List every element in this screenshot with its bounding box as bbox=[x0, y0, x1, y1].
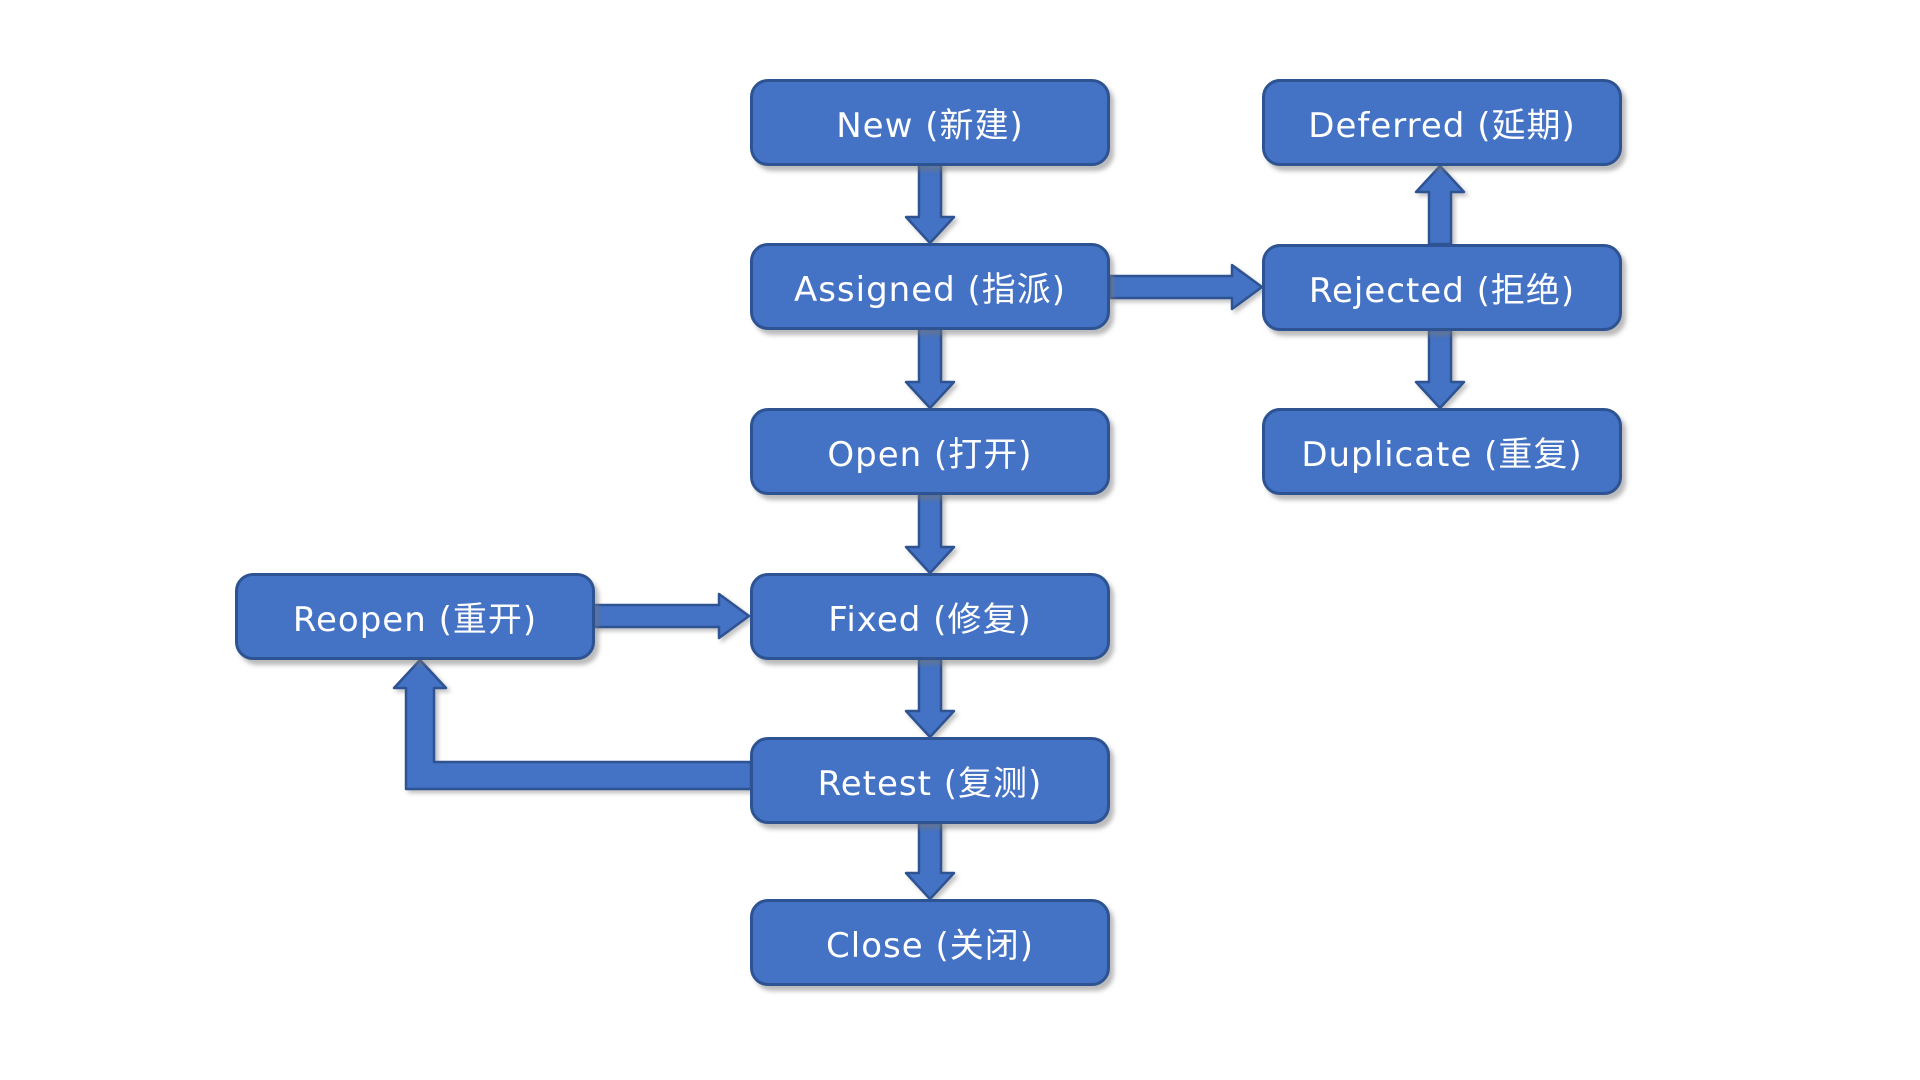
node-open-label: Open (打开) bbox=[827, 435, 1033, 475]
node-close[interactable]: Close (关闭) bbox=[750, 899, 1110, 986]
node-fixed[interactable]: Fixed (修复) bbox=[750, 573, 1110, 660]
arrow-fixed-to-retest bbox=[904, 657, 956, 739]
node-reopen-label: Reopen (重开) bbox=[292, 600, 538, 640]
node-retest-label: Retest (复测) bbox=[817, 764, 1043, 804]
arrow-assigned-to-rejected bbox=[1108, 263, 1264, 311]
node-retest[interactable]: Retest (复测) bbox=[750, 737, 1110, 824]
arrow-reopen-to-fixed bbox=[592, 592, 751, 640]
node-rejected-label: Rejected (拒绝) bbox=[1308, 271, 1576, 311]
node-fixed-label: Fixed (修复) bbox=[828, 600, 1032, 640]
node-rejected[interactable]: Rejected (拒绝) bbox=[1262, 244, 1622, 331]
node-open[interactable]: Open (打开) bbox=[750, 408, 1110, 495]
arrow-rejected-to-deferred bbox=[1414, 164, 1466, 246]
arrow-retest-to-close bbox=[904, 821, 956, 901]
arrow-new-to-assigned bbox=[904, 162, 956, 245]
arrow-rejected-to-duplicate bbox=[1414, 328, 1466, 410]
node-deferred-label: Deferred (延期) bbox=[1308, 106, 1576, 146]
arrow-open-to-fixed bbox=[904, 492, 956, 575]
arrow-retest-to-reopen-elbow bbox=[392, 658, 753, 791]
node-duplicate-label: Duplicate (重复) bbox=[1301, 435, 1583, 475]
node-assigned[interactable]: Assigned (指派) bbox=[750, 243, 1110, 330]
arrow-assigned-to-open bbox=[904, 327, 956, 410]
node-duplicate[interactable]: Duplicate (重复) bbox=[1262, 408, 1622, 495]
node-assigned-label: Assigned (指派) bbox=[793, 270, 1067, 310]
node-close-label: Close (关闭) bbox=[826, 926, 1034, 966]
node-new-label: New (新建) bbox=[836, 106, 1024, 146]
node-deferred[interactable]: Deferred (延期) bbox=[1262, 79, 1622, 166]
node-reopen[interactable]: Reopen (重开) bbox=[235, 573, 595, 660]
node-new[interactable]: New (新建) bbox=[750, 79, 1110, 166]
